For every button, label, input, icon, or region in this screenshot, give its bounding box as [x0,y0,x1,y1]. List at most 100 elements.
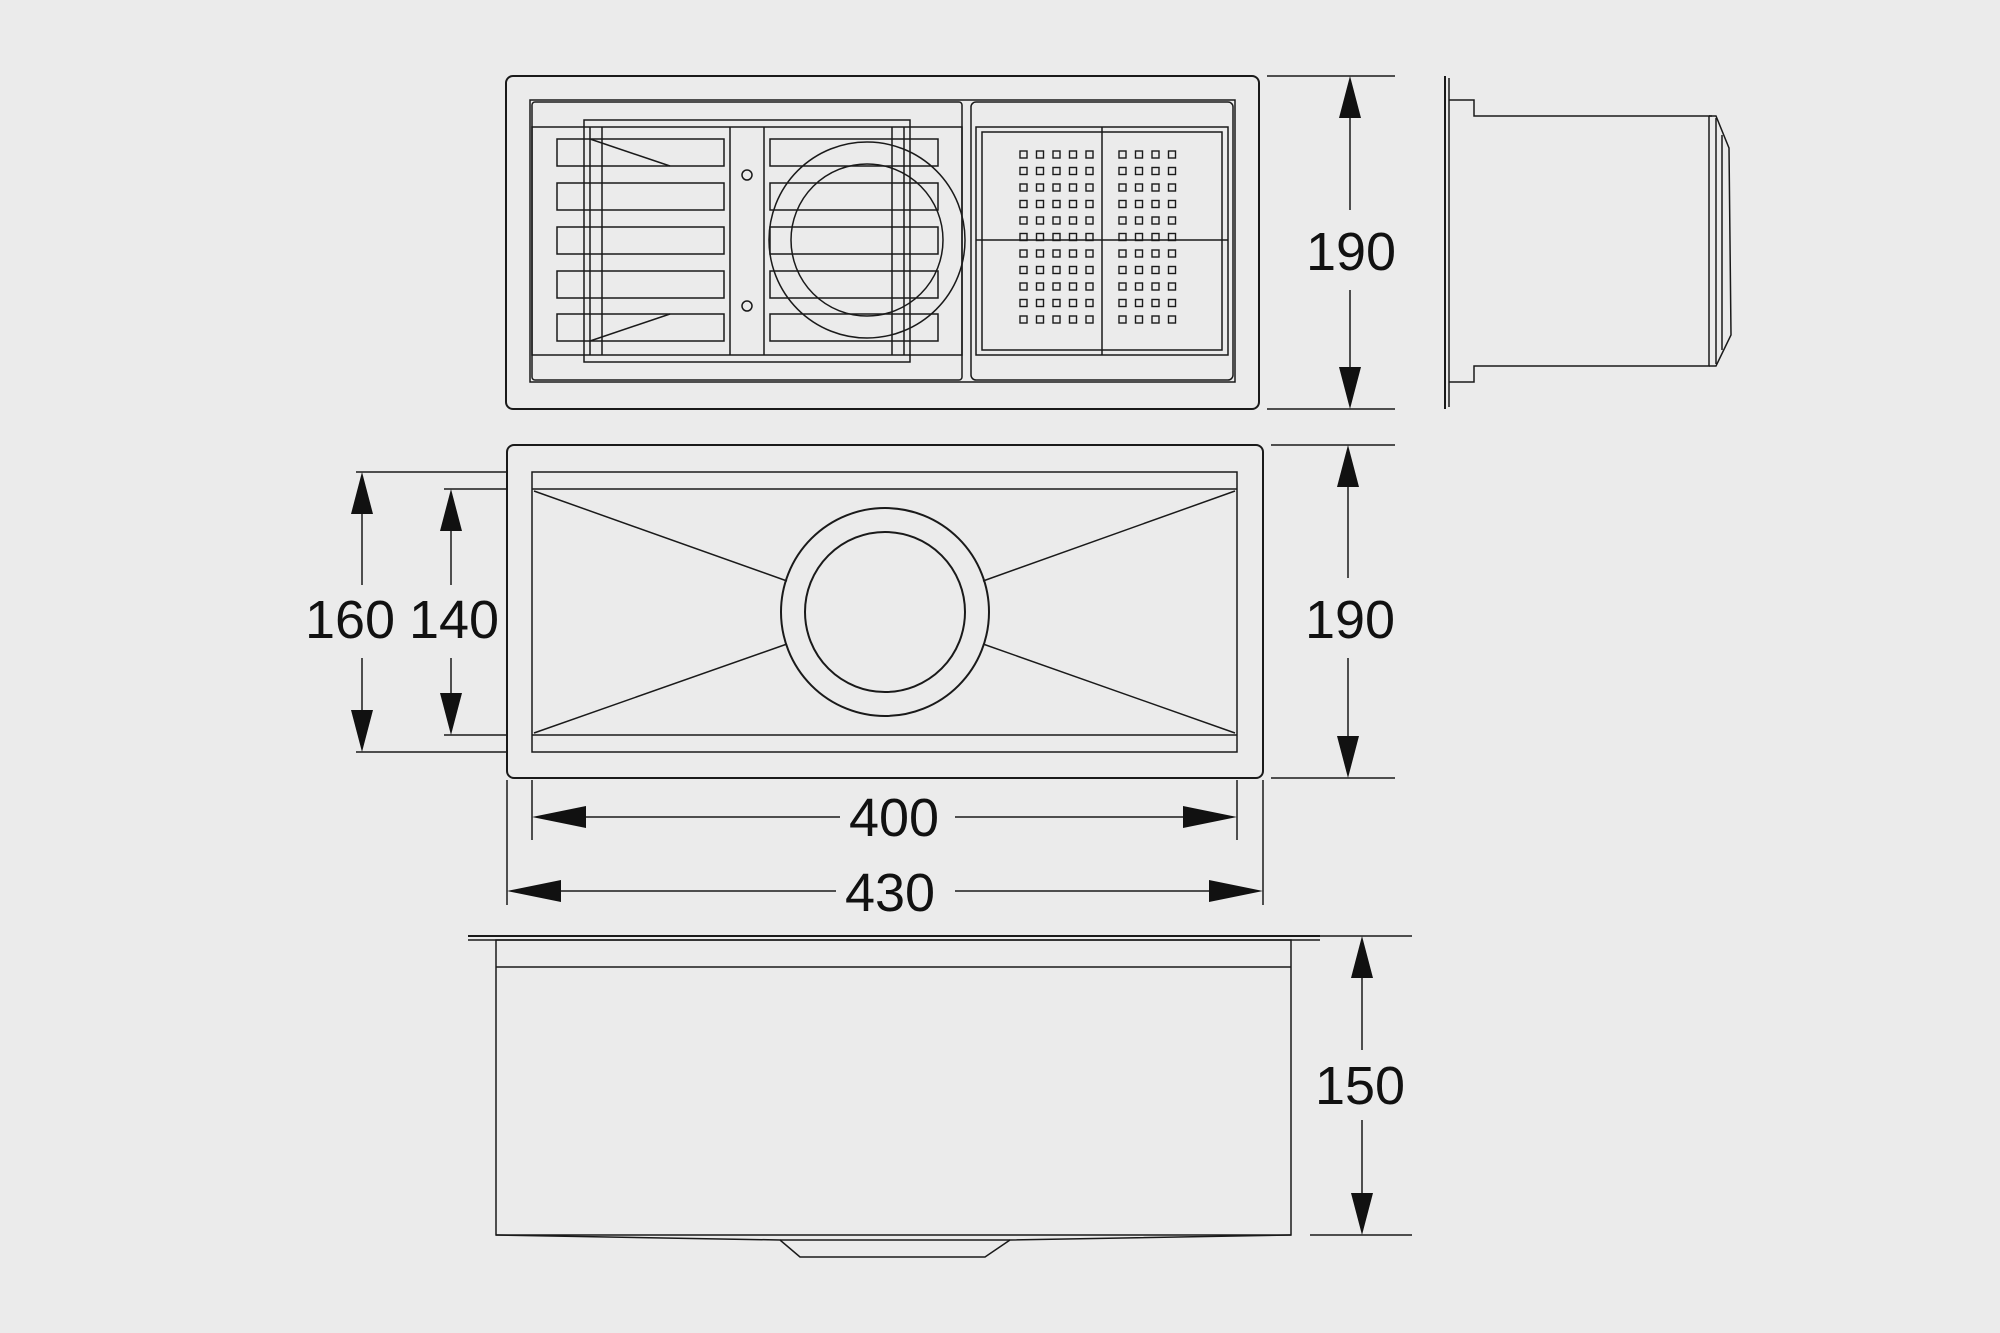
perforation-hole [1068,216,1078,225]
top-view-height-dimension: 190 [1267,75,1396,410]
perforation-hole [1019,199,1028,209]
inner-height-dimension: 140 [409,488,506,736]
perforation-hole [1167,166,1177,176]
perforation-hole [1019,298,1028,308]
perforation-hole [1118,166,1127,176]
perforation-hole [1035,150,1045,159]
perforation-hole [1151,282,1160,291]
outer-height-dimension: 160 [305,471,506,753]
perforation-hole [1118,315,1127,324]
dimension-190-front: 190 [1305,590,1395,650]
perforation-hole [1151,216,1160,225]
perforation-hole [1118,150,1127,159]
perforation-hole [1052,265,1061,275]
perforation-hole [1134,249,1144,258]
perforation-hole [1134,199,1144,209]
dimension-430: 430 [845,863,935,923]
front-view [506,444,1264,779]
perforation-hole [1134,298,1144,308]
perforation-hole [1052,315,1061,324]
perforation-hole [1118,282,1127,291]
perforation-hole [1052,249,1061,258]
perforation-hole [1085,166,1094,176]
perforation-hole [1134,282,1144,291]
perforation-hole [1052,216,1061,225]
side-view [1444,76,1732,409]
perforation-hole [1035,315,1045,324]
perforation-hole [1068,166,1078,176]
top-view-frame-outer [505,75,1260,410]
top-view-frame-inner [529,99,1236,383]
perforation-hole [1118,183,1127,192]
perforation-hole [1035,183,1045,192]
perforation-hole [1151,166,1160,176]
perforation-hole [1167,216,1177,225]
front-view-frame [506,444,1264,779]
perforation-hole [1151,232,1160,242]
perforation-hole [1035,265,1045,275]
perforation-hole [1068,199,1078,209]
perforation-hole [1068,298,1078,308]
perforation-hole [1035,166,1045,176]
dimension-140: 140 [409,590,499,650]
perforation-hole [1068,282,1078,291]
perforation-hole [1052,183,1061,192]
perforation-hole [1052,298,1061,308]
perforation-hole [1085,249,1094,258]
slotted-grate [531,101,966,381]
perforation-hole [1167,315,1177,324]
perforation-hole [1085,298,1094,308]
perforation-hole [1052,199,1061,209]
perforated-grate [970,101,1234,381]
perforation-hole [1019,282,1028,291]
perforation-hole [1085,183,1094,192]
perforation-hole [1068,249,1078,258]
top-view [505,75,1260,410]
perforation-hole [1134,183,1144,192]
perforation-hole [1085,199,1094,209]
perforation-hole [1151,249,1160,258]
perforation-hole [1068,315,1078,324]
perforation-hole [1167,232,1177,242]
perforation-hole [1019,216,1028,225]
perforation-hole [1167,298,1177,308]
perforation-hole [1068,232,1078,242]
perforation-hole [1052,150,1061,159]
elevation-view [468,935,1320,1258]
perforation-hole [1118,249,1127,258]
perforation-hole [1035,298,1045,308]
perforation-hole [1151,150,1160,159]
perforation-hole [1134,150,1144,159]
perforation-hole [1134,315,1144,324]
perforation-hole [1151,298,1160,308]
perforation-hole [1068,183,1078,192]
inner-width-dimension: 400 [531,780,1238,848]
perforation-hole [1019,166,1028,176]
perforation-hole [1167,249,1177,258]
perforation-hole [1085,282,1094,291]
perforation-hole [1052,232,1061,242]
perforation-hole [1134,232,1144,242]
perforation-hole [1019,265,1028,275]
perforation-hole [1167,265,1177,275]
perforation-hole [1118,265,1127,275]
perforation-hole [1035,249,1045,258]
perforation-hole [1118,298,1127,308]
perforation-hole [1019,150,1028,159]
outer-width-dimension: 430 [506,780,1264,923]
perforation-hole [1134,216,1144,225]
perforation-hole [1019,315,1028,324]
perforation-hole [1134,265,1144,275]
perforation-hole [1118,199,1127,209]
perforation-hole [1118,216,1127,225]
dimension-150: 150 [1315,1056,1405,1116]
perforation-hole [1085,232,1094,242]
dimension-160: 160 [305,590,395,650]
perforation-hole [1151,183,1160,192]
perforation-hole [1167,282,1177,291]
perforation-hole [1052,166,1061,176]
front-view-height-dimension: 190 [1271,444,1395,779]
drain-outlet-outer [780,507,990,717]
perforation-hole [1118,232,1127,242]
